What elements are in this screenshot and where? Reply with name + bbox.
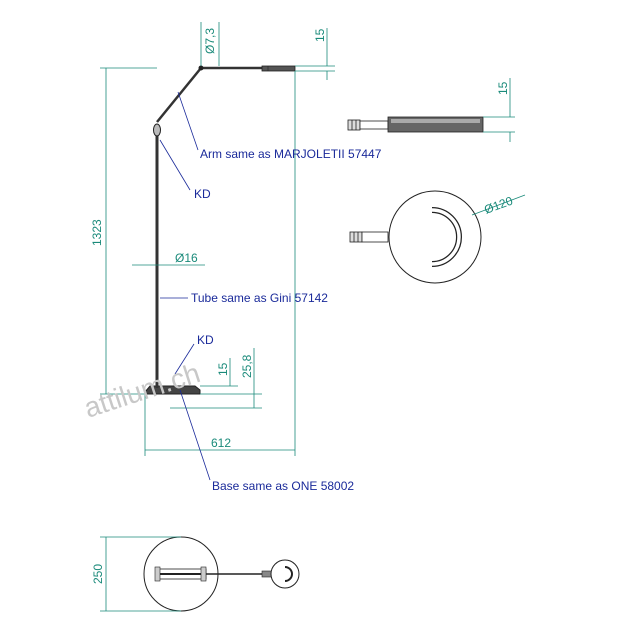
arm-hinge <box>198 65 204 71</box>
top-view: 250 <box>91 536 300 612</box>
arm-note: Arm same as MARJOLETII 57447 <box>200 147 382 161</box>
kd-top-note: KD <box>194 187 211 201</box>
dimension-lines <box>100 22 335 456</box>
head-bottom-view: Ø120 <box>349 190 526 284</box>
base-25-8-label: 25,8 <box>240 354 254 378</box>
head-side-view: 15 <box>347 78 515 142</box>
tube-diameter-label: Ø16 <box>175 251 198 265</box>
side-thickness-label: 15 <box>496 81 510 95</box>
watermark: attilum.ch <box>80 357 204 424</box>
kd-bottom-note: KD <box>197 333 214 347</box>
annotations: Arm same as MARJOLETII 57447 KD Tube sam… <box>159 91 382 493</box>
total-width-label: 612 <box>211 436 231 450</box>
dimension-texts: Ø7,3 15 1323 Ø16 15 25,8 612 <box>90 28 327 450</box>
head-side <box>261 65 296 72</box>
kd-joint <box>153 123 161 137</box>
base-diameter-label: 250 <box>91 564 105 584</box>
head-thickness-label: 15 <box>313 28 327 42</box>
base-note: Base same as ONE 58002 <box>212 479 354 493</box>
total-height-label: 1323 <box>90 219 104 246</box>
head-diameter-label: Ø120 <box>482 194 515 217</box>
arm-diameter-label: Ø7,3 <box>203 28 217 54</box>
lamp-elevation <box>144 65 296 395</box>
base-15-label: 15 <box>216 362 230 376</box>
tube-note: Tube same as Gini 57142 <box>191 291 328 305</box>
